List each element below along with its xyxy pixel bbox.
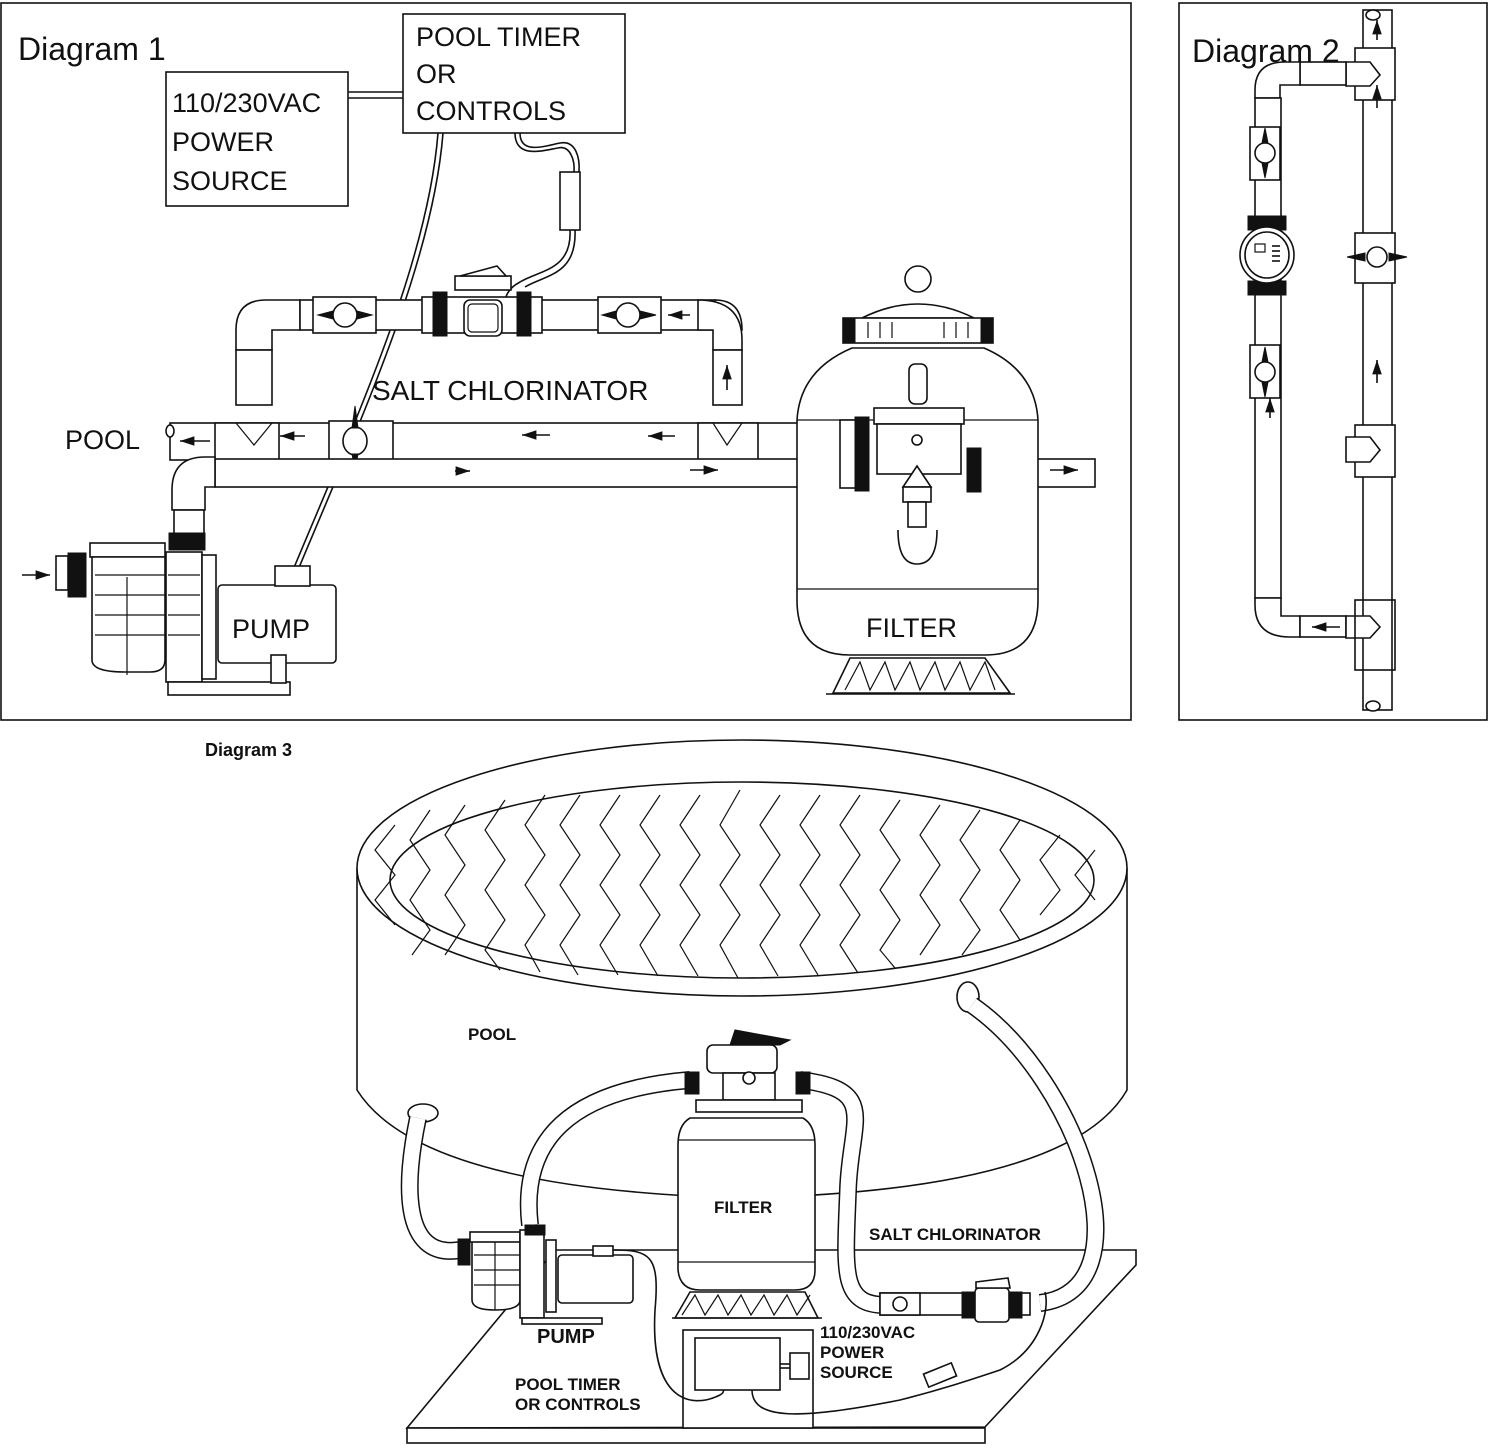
power-source-line-3-d3: SOURCE	[820, 1363, 893, 1382]
salt-chlorinator-cell-d2	[1239, 215, 1295, 296]
ball-valve-right	[597, 296, 662, 334]
timer-box-line-3: CONTROLS	[416, 96, 566, 126]
power-source-line-2-d3: POWER	[820, 1343, 884, 1362]
pump-cable	[292, 132, 439, 571]
pump: PUMP	[22, 542, 337, 696]
diagram-2-frame	[1178, 2, 1488, 721]
pump-label-d3: PUMP	[537, 1326, 595, 1348]
filter-label: FILTER	[866, 613, 957, 643]
transformer-icon	[559, 171, 581, 231]
salt-chlorinator-cell-d3	[879, 1277, 1023, 1323]
ball-valve-left	[312, 296, 377, 334]
power-source-line-1-d3: 110/230VAC	[820, 1323, 915, 1342]
pool-timer-line-1-d3: POOL TIMER	[515, 1375, 620, 1394]
power-source-box-d3	[682, 1329, 814, 1429]
ball-valve-main-d2	[1346, 246, 1408, 268]
chlorinator-cable	[514, 132, 575, 173]
power-box-line-1: 110/230VAC	[172, 88, 321, 118]
pool-label-d3: POOL	[468, 1025, 516, 1044]
chlorinator-cable-d3	[751, 1291, 1047, 1415]
pump-label: PUMP	[232, 614, 310, 644]
diagram-1-title: Diagram 1	[18, 31, 166, 67]
diagram-3-panel: Diagram 3 POOL	[205, 739, 1137, 1444]
pool-timer-box: POOL TIMER OR CONTROLS	[402, 13, 626, 134]
salt-chlorinator-label-d3: SALT CHLORINATOR	[869, 1225, 1041, 1244]
filter-label-d3: FILTER	[714, 1198, 772, 1217]
sand-filter-d3: FILTER	[672, 1029, 822, 1319]
timer-box-line-2: OR	[416, 59, 457, 89]
pool-timer-line-2-d3: OR CONTROLS	[515, 1395, 641, 1414]
ball-valve-lower-d2	[1254, 346, 1276, 398]
diagram-1-frame	[0, 2, 1132, 721]
diagram-2-panel: Diagram 2	[1178, 2, 1488, 721]
power-box-line-2: POWER	[172, 127, 274, 157]
power-box-line-3: SOURCE	[172, 166, 288, 196]
pump-cable-d3	[612, 1249, 725, 1402]
pool-water-pattern	[374, 789, 1096, 979]
ball-valve-upper-d2	[1254, 127, 1276, 179]
pump-d3: PUMP	[457, 1224, 634, 1348]
sand-filter: FILTER	[796, 265, 1039, 695]
transformer-icon-d3	[922, 1361, 958, 1389]
timer-box-line-1: POOL TIMER	[416, 22, 581, 52]
pool-label: POOL	[65, 425, 140, 455]
salt-chlorinator-cell	[421, 265, 543, 337]
diagram-1-panel: Diagram 1 110/230VAC POWER SOURCE POOL T…	[0, 2, 1132, 721]
diagram-3-title: Diagram 3	[205, 740, 292, 760]
power-source-box: 110/230VAC POWER SOURCE	[165, 71, 349, 207]
salt-chlorinator-label: SALT CHLORINATOR	[372, 375, 648, 406]
